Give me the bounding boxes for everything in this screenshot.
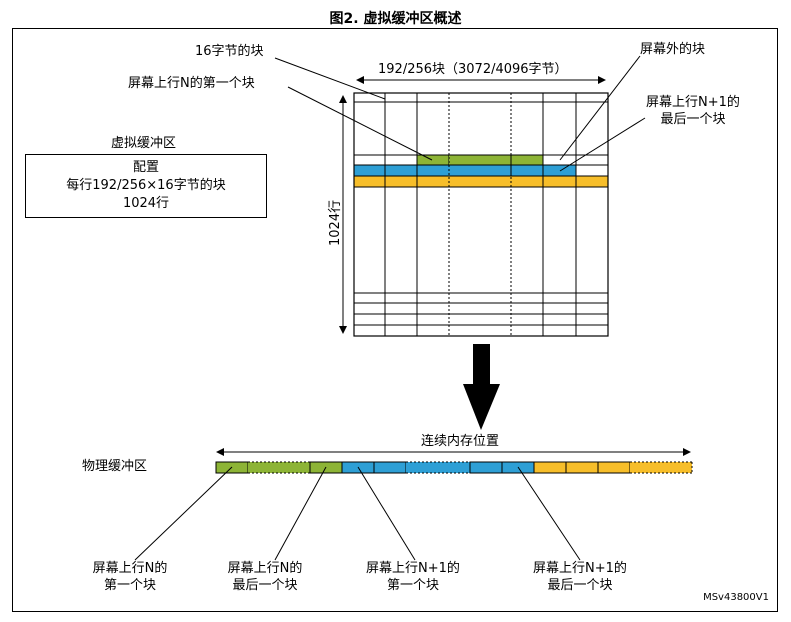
leader-bottom-3 [357,466,416,561]
bottom-label-row-n-first: 屏幕上行N的 第一个块 [70,560,190,594]
leader-row-n-first [287,86,433,161]
virtual-buffer-grid [353,92,609,337]
row-n-green-block-last [510,154,544,166]
leader-block16 [274,57,386,100]
bottom-label-line2: 第一个块 [103,578,156,593]
bottom-label-row-n1-first: 屏幕上行N+1的 第一个块 [348,560,478,594]
leader-offscreen [559,55,641,161]
bottom-label-line2: 最后一个块 [232,578,298,593]
bottom-label-line2: 第一个块 [386,578,439,593]
virtual-buffer-label: 虚拟缓冲区 [111,136,177,151]
callout-row-n1-last: 屏幕上行N+1的 最后一个块 [638,94,748,128]
row-n2-yellow-row [353,175,609,188]
callout-block16: 16字节的块 [195,44,264,59]
bottom-label-line2: 最后一个块 [547,578,613,593]
bottom-label-line1: 屏幕上行N+1的 [366,561,460,576]
physical-buffer-label: 物理缓冲区 [82,459,148,474]
figure-footer-id: MSv43800V1 [703,592,769,603]
height-label: 1024行 [328,199,343,246]
row-n-green-block-1 [416,154,450,166]
config-box: 配置 每行192/256×16字节的块 1024行 [25,154,267,218]
config-line-2: 1024行 [122,196,170,211]
leader-row-n1-last [559,117,646,172]
callout-row-n1-last-line1: 屏幕上行N+1的 [646,95,740,110]
callout-offscreen: 屏幕外的块 [640,42,706,57]
bottom-label-row-n-last: 屏幕上行N的 最后一个块 [205,560,325,594]
row-n-green-block-mid [449,155,511,165]
figure-title: 图2. 虚拟缓冲区概述 [329,11,462,27]
callout-row-n1-last-line2: 最后一个块 [660,112,726,127]
bottom-label-line1: 屏幕上行N的 [92,561,168,576]
bottom-label-line1: 屏幕上行N+1的 [533,561,627,576]
leader-bottom-1 [134,466,233,561]
leader-bottom-2 [274,466,327,561]
physical-buffer-strip [215,461,693,474]
bottom-label-line1: 屏幕上行N的 [227,561,303,576]
width-label: 192/256块（3072/4096字节） [378,62,568,77]
bottom-label-row-n1-last: 屏幕上行N+1的 最后一个块 [515,560,645,594]
config-line-1: 每行192/256×16字节的块 [66,178,226,193]
contiguous-label: 连续内存位置 [421,434,500,449]
leader-bottom-4 [517,466,581,561]
config-title: 配置 [132,160,159,175]
figure-frame [12,28,778,612]
callout-row-n-first: 屏幕上行N的第一个块 [128,76,255,91]
down-arrow [463,344,500,430]
